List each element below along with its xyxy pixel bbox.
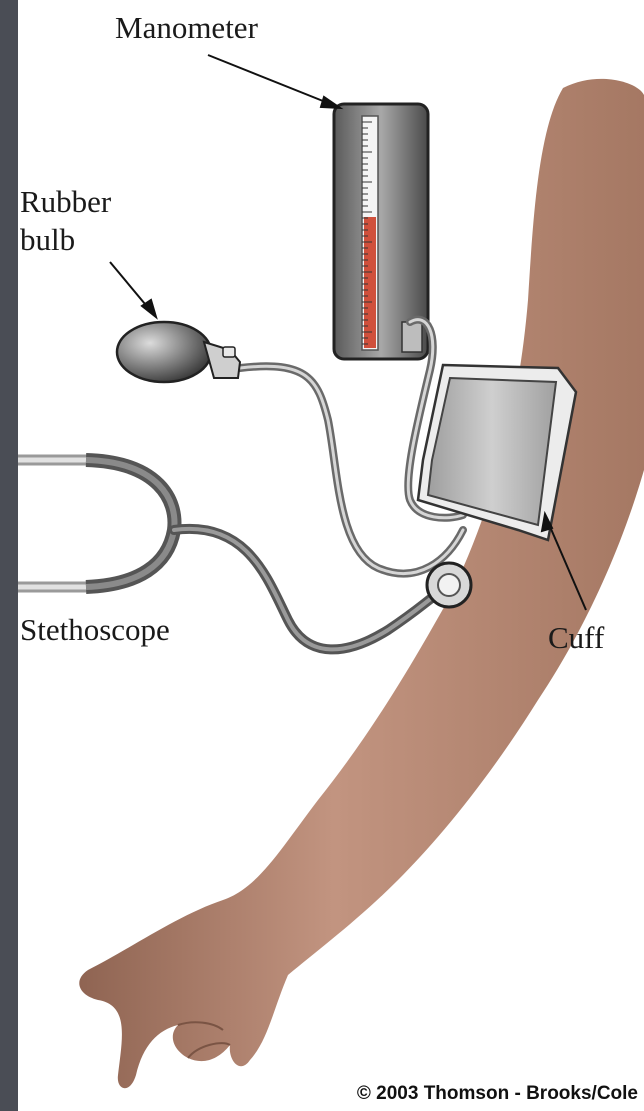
diagram-panel: Manometer Rubber bulb Stethoscope Cuff ©… [18, 0, 644, 1111]
copyright-text: © 2003 Thomson - Brooks/Cole [357, 1083, 638, 1105]
stethoscope-label: Stethoscope [20, 612, 170, 648]
manometer-label: Manometer [115, 10, 258, 46]
rubber-bulb-label-line1: Rubber [20, 184, 111, 220]
cuff-label: Cuff [548, 620, 604, 656]
rubber-bulb-label-line2: bulb [20, 222, 75, 258]
blood-pressure-illustration [18, 0, 644, 1111]
cuff [418, 365, 576, 540]
rubber-bulb [117, 322, 240, 382]
mercury-column [364, 217, 376, 348]
